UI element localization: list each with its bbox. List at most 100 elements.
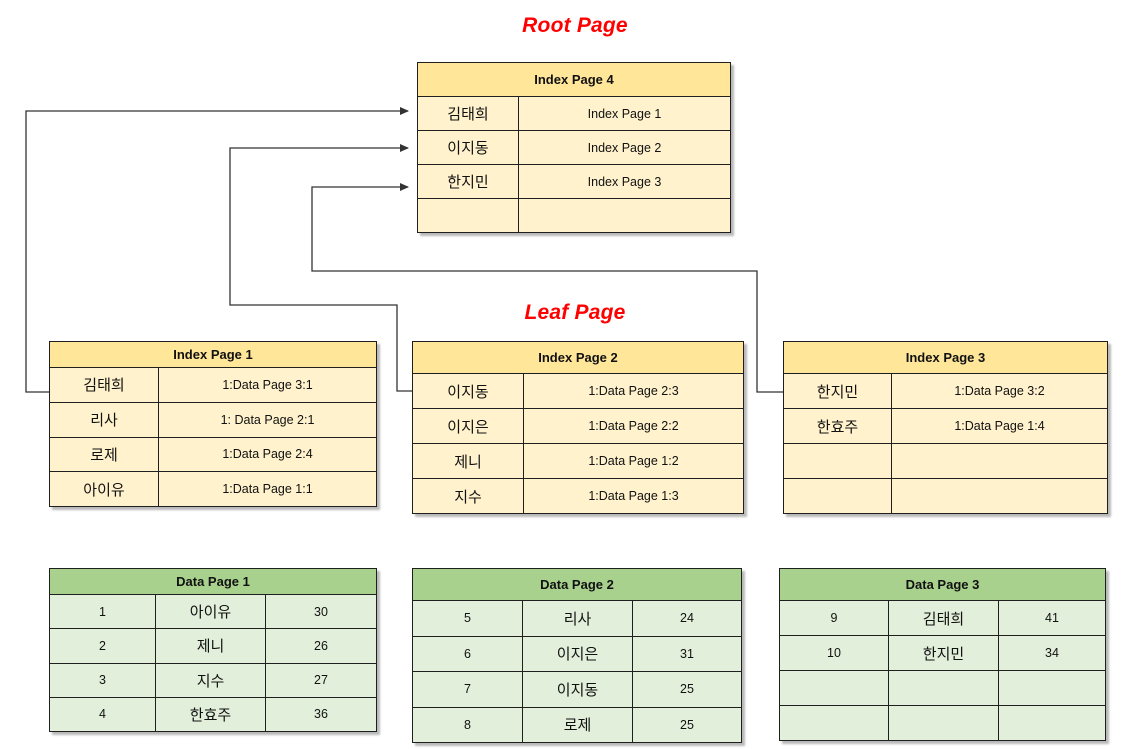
table-row: 5 리사 24 [412, 600, 742, 637]
name-cell: 이지은 [522, 635, 633, 672]
pointer-cell: Index Page 1 [518, 96, 731, 131]
table-header-row: Index Page 3 [783, 341, 1108, 374]
key-cell: 이지은 [412, 408, 524, 444]
table-row: 이지동 Index Page 2 [417, 130, 731, 165]
table-title: Index Page 3 [783, 341, 1108, 374]
root-page-title: Root Page [522, 14, 628, 37]
key-cell: 아이유 [49, 471, 159, 507]
table-row: 제니 1:Data Page 1:2 [412, 443, 744, 479]
data-page-3-table: Data Page 3 9 김태희 41 10 한지민 34 [779, 568, 1106, 741]
table-row: 한지민 Index Page 3 [417, 164, 731, 199]
value-cell: 24 [632, 600, 742, 637]
pointer-cell: Index Page 2 [518, 130, 731, 165]
table-row: 1 아이유 30 [49, 593, 377, 630]
name-cell: 아이유 [155, 593, 266, 630]
table-row [783, 478, 1108, 514]
id-cell: 4 [49, 696, 156, 733]
table-title: Index Page 4 [417, 62, 731, 97]
table-row: 8 로제 25 [412, 706, 742, 743]
key-cell: 한효주 [783, 408, 892, 444]
value-cell: 41 [998, 600, 1106, 636]
id-cell: 7 [412, 671, 523, 708]
name-cell: 제니 [155, 628, 266, 664]
key-cell [783, 443, 892, 479]
id-cell: 3 [49, 662, 156, 698]
table-row: 이지동 1:Data Page 2:3 [412, 373, 744, 409]
id-cell: 8 [412, 706, 523, 743]
table-row: 6 이지은 31 [412, 635, 742, 672]
name-cell: 리사 [522, 600, 633, 637]
key-cell: 김태희 [417, 96, 519, 131]
value-cell: 26 [265, 628, 377, 664]
pointer-cell: 1:Data Page 3:2 [891, 373, 1108, 409]
value-cell: 25 [632, 706, 742, 743]
id-cell: 6 [412, 635, 523, 672]
index-page-3-table: Index Page 3 한지민 1:Data Page 3:2 한효주 1:D… [783, 341, 1108, 514]
pointer-cell: 1:Data Page 3:1 [158, 367, 377, 403]
name-cell: 이지동 [522, 671, 633, 708]
key-cell: 김태희 [49, 367, 159, 403]
value-cell [998, 670, 1106, 706]
data-page-1-table: Data Page 1 1 아이유 30 2 제니 26 3 지수 27 4 한… [49, 568, 377, 733]
key-cell: 지수 [412, 478, 524, 514]
table-row: 아이유 1:Data Page 1:1 [49, 471, 377, 507]
index-page-1-table: Index Page 1 김태희 1:Data Page 3:1 리사 1: D… [49, 341, 377, 507]
table-header-row: Data Page 3 [779, 568, 1106, 601]
key-cell: 제니 [412, 443, 524, 479]
pointer-cell [891, 443, 1108, 479]
pointer-cell: 1:Data Page 1:1 [158, 471, 377, 507]
table-title: Data Page 3 [779, 568, 1106, 601]
table-header-row: Data Page 2 [412, 568, 742, 601]
id-cell [779, 705, 889, 741]
data-page-2-table: Data Page 2 5 리사 24 6 이지은 31 7 이지동 25 8 … [412, 568, 742, 743]
table-row: 이지은 1:Data Page 2:2 [412, 408, 744, 444]
id-cell: 10 [779, 635, 889, 671]
table-header-row: Index Page 1 [49, 341, 377, 368]
key-cell [783, 478, 892, 514]
table-title: Data Page 1 [49, 568, 377, 595]
pointer-cell: Index Page 3 [518, 164, 731, 199]
pointer-cell: 1:Data Page 2:3 [523, 373, 744, 409]
value-cell: 30 [265, 593, 377, 630]
pointer-cell [891, 478, 1108, 514]
index-page-2-table: Index Page 2 이지동 1:Data Page 2:3 이지은 1:D… [412, 341, 744, 514]
leaf-page-title: Leaf Page [524, 301, 626, 324]
pointer-cell: 1:Data Page 1:4 [891, 408, 1108, 444]
table-row: 3 지수 27 [49, 662, 377, 698]
id-cell: 5 [412, 600, 523, 637]
value-cell: 36 [265, 696, 377, 733]
name-cell [888, 705, 999, 741]
id-cell [779, 670, 889, 706]
id-cell: 2 [49, 628, 156, 664]
key-cell: 한지민 [783, 373, 892, 409]
name-cell: 김태희 [888, 600, 999, 636]
table-row: 7 이지동 25 [412, 671, 742, 708]
table-row: 4 한효주 36 [49, 696, 377, 733]
table-row: 2 제니 26 [49, 628, 377, 664]
name-cell: 한지민 [888, 635, 999, 671]
key-cell: 이지동 [417, 130, 519, 165]
table-row: 김태희 1:Data Page 3:1 [49, 367, 377, 403]
key-cell: 리사 [49, 401, 159, 438]
value-cell: 34 [998, 635, 1106, 671]
pointer-cell: 1:Data Page 1:3 [523, 478, 744, 514]
pointer-cell [518, 198, 731, 233]
name-cell [888, 670, 999, 706]
pointer-cell: 1: Data Page 2:1 [158, 401, 377, 438]
value-cell: 27 [265, 662, 377, 698]
table-row: 로제 1:Data Page 2:4 [49, 436, 377, 473]
table-header-row: Data Page 1 [49, 568, 377, 595]
value-cell: 31 [632, 635, 742, 672]
table-header-row: Index Page 2 [412, 341, 744, 374]
table-row: 리사 1: Data Page 2:1 [49, 401, 377, 438]
id-cell: 1 [49, 593, 156, 630]
table-title: Data Page 2 [412, 568, 742, 601]
table-title: Index Page 1 [49, 341, 377, 368]
table-row: 10 한지민 34 [779, 635, 1106, 671]
table-row [783, 443, 1108, 479]
pointer-cell: 1:Data Page 1:2 [523, 443, 744, 479]
table-header-row: Index Page 4 [417, 62, 731, 97]
table-row: 한효주 1:Data Page 1:4 [783, 408, 1108, 444]
name-cell: 로제 [522, 706, 633, 743]
